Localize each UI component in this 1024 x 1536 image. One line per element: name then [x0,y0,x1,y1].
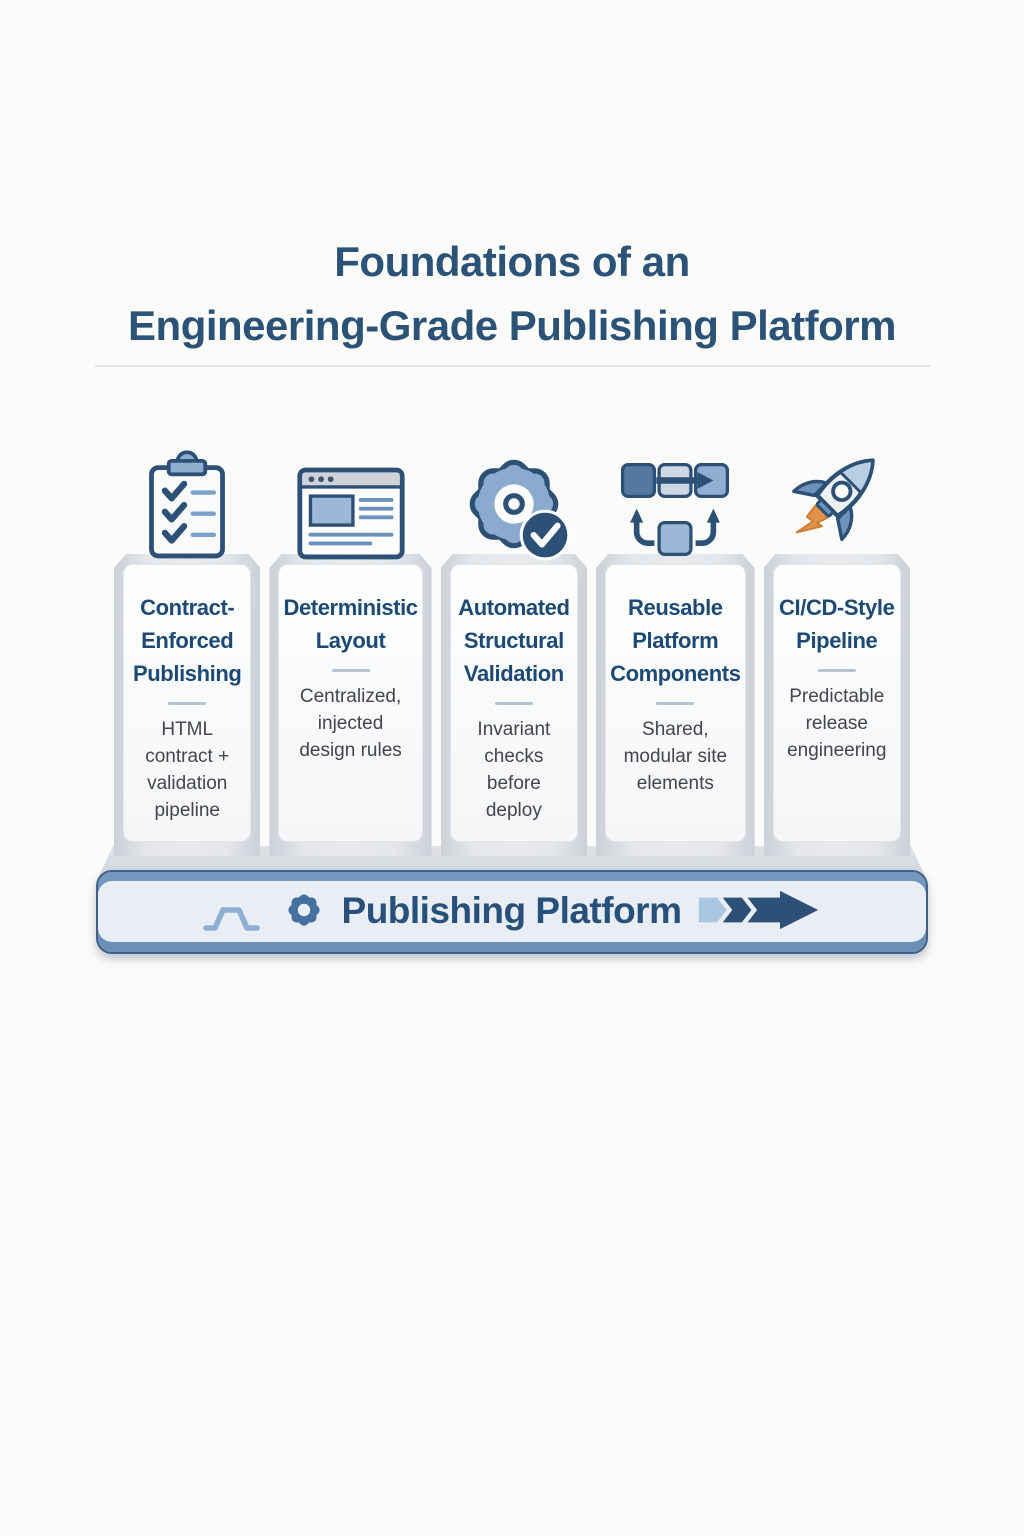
pillar-title: Deterministic Layout [283,595,418,653]
modular-blocks-icon [617,446,733,562]
pillar-title: Contract-Enforced Publishing [133,595,242,686]
pillars-row: Contract-Enforced Publishing HTML contra… [114,446,910,856]
pillar-divider [495,702,533,705]
pillar-divider [168,702,206,705]
pillar-column: Contract-Enforced Publishing HTML contra… [114,554,260,856]
pillar-automated-structural-validation: Automated Structural Validation Invarian… [441,446,587,856]
pillar-divider [656,702,694,705]
pillar-reusable-platform-components: Reusable Platform Components Shared, mod… [596,446,754,856]
clipboard-checklist-icon [139,446,235,562]
rocket-icon [773,446,901,562]
pillar-deterministic-layout: Deterministic Layout Centralized, inject… [269,446,431,856]
pillar-description: Predictable release engineering [787,686,887,761]
pillar-description: Shared, modular site elements [623,719,728,794]
gear-icon [281,887,327,938]
pillar-column: Deterministic Layout Centralized, inject… [269,554,431,856]
publishing-platform-bar: Publishing Platform [96,870,928,954]
pillar-description: Invariant checks before deploy [477,719,551,821]
pillar-divider [818,669,856,672]
forward-chevrons-icon [696,888,822,937]
pillar-contract-enforced-publishing: Contract-Enforced Publishing HTML contra… [114,446,260,856]
header-divider [95,365,930,367]
gear-checkmark-icon [456,446,572,562]
pillar-description: HTML contract + validation pipeline [145,719,230,821]
pillar-column: CI/CD-Style Pipeline Predictable release… [764,554,910,856]
pillar-divider [332,669,370,672]
pillar-title: Automated Structural Validation [458,595,570,686]
pillar-column: Reusable Platform Components Shared, mod… [596,554,754,856]
title-line-2: Engineering-Grade Publishing Platform [128,302,896,349]
pillar-title: Reusable Platform Components [610,595,741,686]
pillar-title: CI/CD-Style Pipeline [779,595,895,653]
platform-bar-label: Publishing Platform [341,890,682,931]
pulse-line-icon [202,898,266,939]
page-title: Foundations of an Engineering-Grade Publ… [0,230,1024,358]
pillar-description: Centralized, injected design rules [299,686,402,761]
pillar-cicd-style-pipeline: CI/CD-Style Pipeline Predictable release… [764,446,910,856]
browser-window-icon [295,446,407,562]
title-line-1: Foundations of an [334,238,690,285]
pillar-column: Automated Structural Validation Invarian… [441,554,587,856]
